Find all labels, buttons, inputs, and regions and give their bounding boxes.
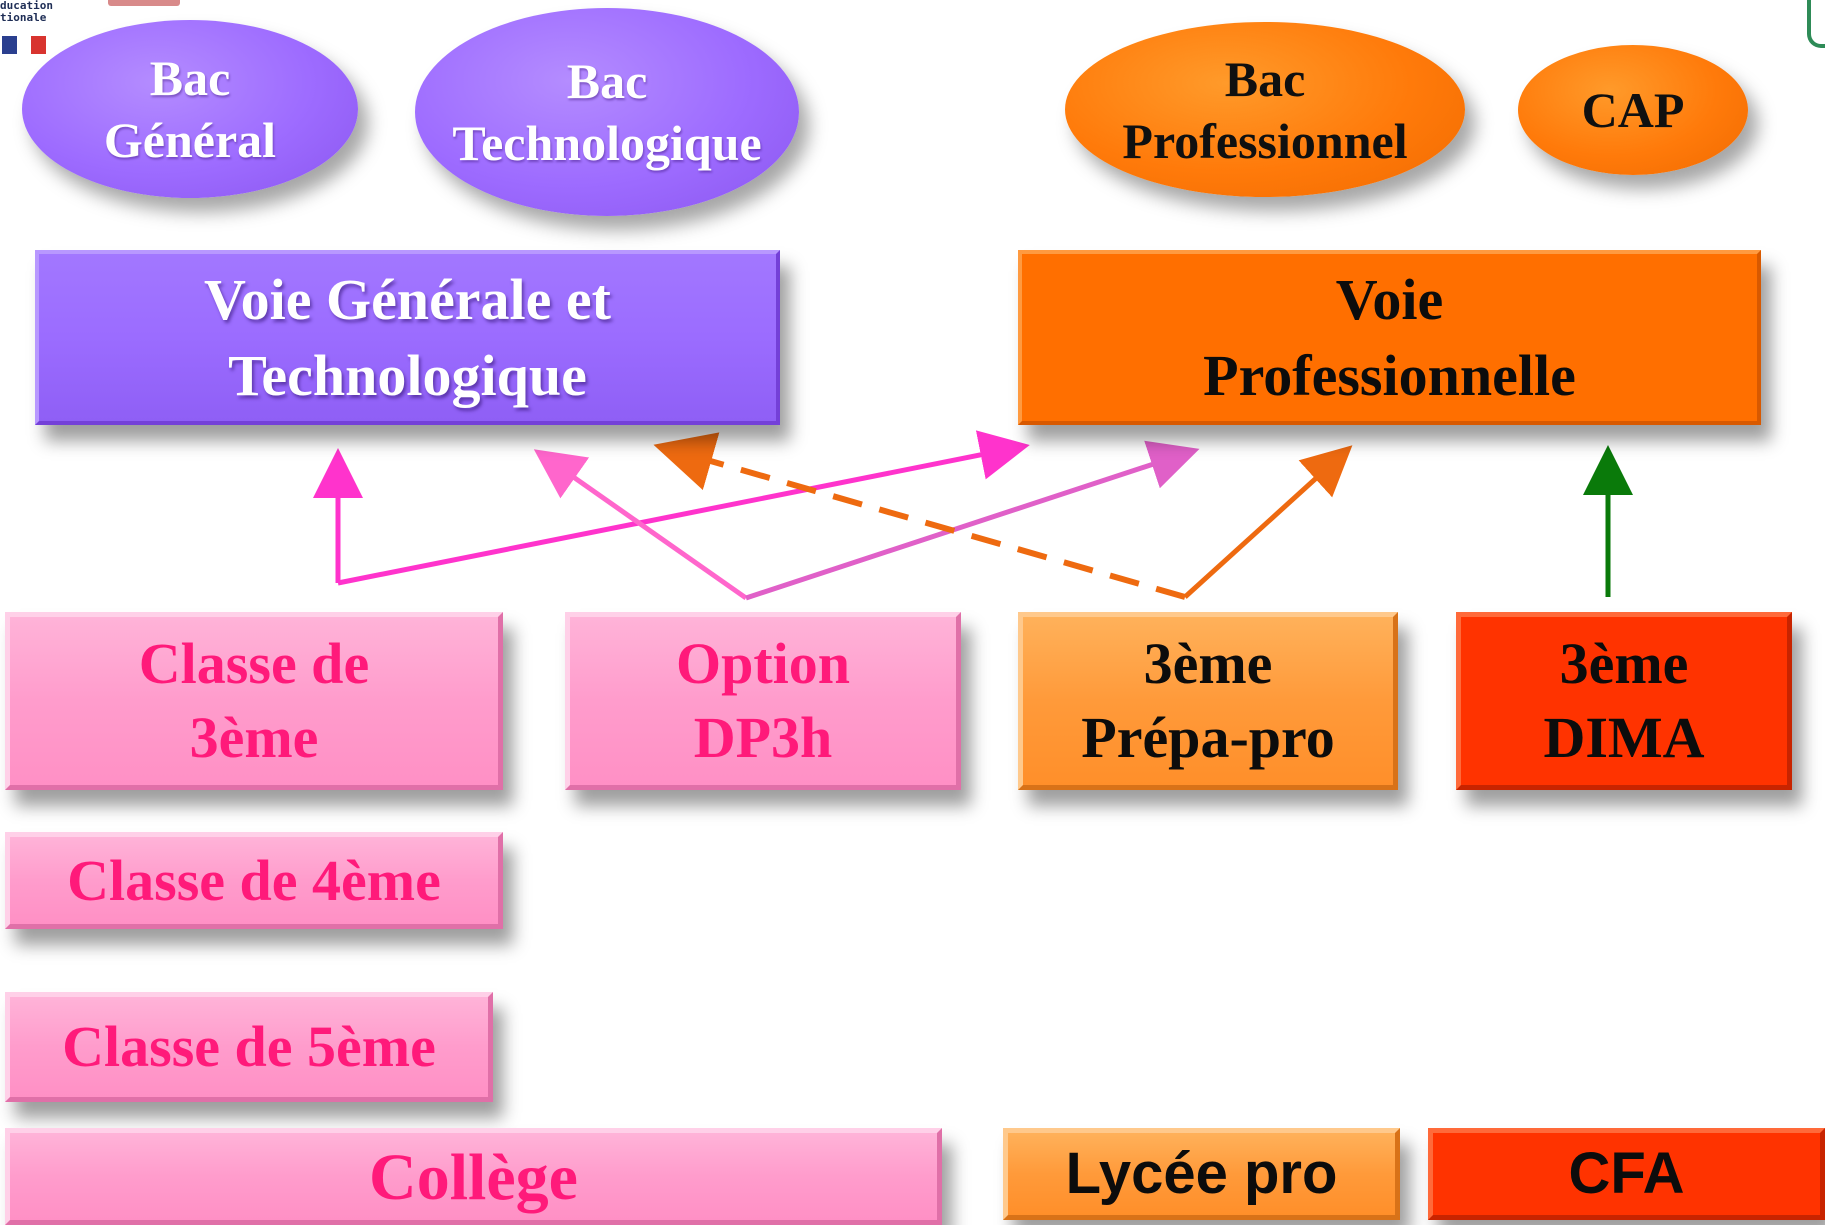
classe-5eme-label: Classe de 5ème <box>62 1014 436 1079</box>
french-flag-icon <box>2 36 47 54</box>
classe-3eme-label: Classe de 3ème <box>138 631 370 770</box>
ellipse-bac-technologique: Bac Technologique <box>415 8 799 216</box>
3eme-prepa-pro-box: 3ème Prépa-pro <box>1018 612 1398 790</box>
arrow-prepa-pro-to-voie-pro <box>1183 445 1353 599</box>
voie-generale-label: Voie Générale et Technologique <box>204 266 611 408</box>
lycee-pro-box: Lycée pro <box>1003 1128 1400 1220</box>
arrow-dp3h-to-voie-generale <box>533 449 748 601</box>
ellipse-bac-general: Bac Général <box>22 20 358 198</box>
voie-professionnelle-label: Voie Professionnelle <box>1203 266 1576 408</box>
3eme-dima-box: 3ème DIMA <box>1456 612 1792 790</box>
cfa-label: CFA <box>1568 1141 1685 1206</box>
arrow-prepa-pro-to-voie-generale <box>653 432 1186 600</box>
classe-4eme-box: Classe de 4ème <box>5 832 503 929</box>
bac-general-label: Bac Général <box>103 50 277 168</box>
arrow-3eme-to-voie-pro <box>337 430 1030 586</box>
top-fragment-decoration <box>108 0 180 6</box>
college-box: Collège <box>5 1128 942 1225</box>
logo-text: ducation tionale <box>0 0 53 24</box>
cfa-box: CFA <box>1428 1128 1825 1220</box>
voie-generale-technologique-box: Voie Générale et Technologique <box>35 250 780 425</box>
option-dp3h-label: Option DP3h <box>675 631 851 770</box>
classe-4eme-label: Classe de 4ème <box>67 847 441 913</box>
3eme-prepa-pro-label: 3ème Prépa-pro <box>1081 631 1335 770</box>
bac-professionnel-label: Bac Professionnel <box>1122 50 1408 169</box>
bac-technologique-label: Bac Technologique <box>452 53 762 171</box>
option-dp3h-box: Option DP3h <box>565 612 961 790</box>
ellipse-cap: CAP <box>1518 45 1748 175</box>
cap-label: CAP <box>1581 82 1685 138</box>
classe-5eme-box: Classe de 5ème <box>5 992 493 1102</box>
3eme-dima-label: 3ème DIMA <box>1543 631 1705 770</box>
arrow-dp3h-to-voie-pro <box>745 440 1200 601</box>
classe-3eme-box: Classe de 3ème <box>5 612 503 790</box>
corner-logo-fragment <box>1807 0 1825 48</box>
education-nationale-logo: ducation tionale <box>0 0 56 60</box>
ellipse-bac-professionnel: Bac Professionnel <box>1065 22 1465 197</box>
lycee-pro-label: Lycée pro <box>1065 1141 1338 1206</box>
voie-professionnelle-box: Voie Professionnelle <box>1018 250 1761 425</box>
college-label: Collège <box>369 1141 578 1214</box>
